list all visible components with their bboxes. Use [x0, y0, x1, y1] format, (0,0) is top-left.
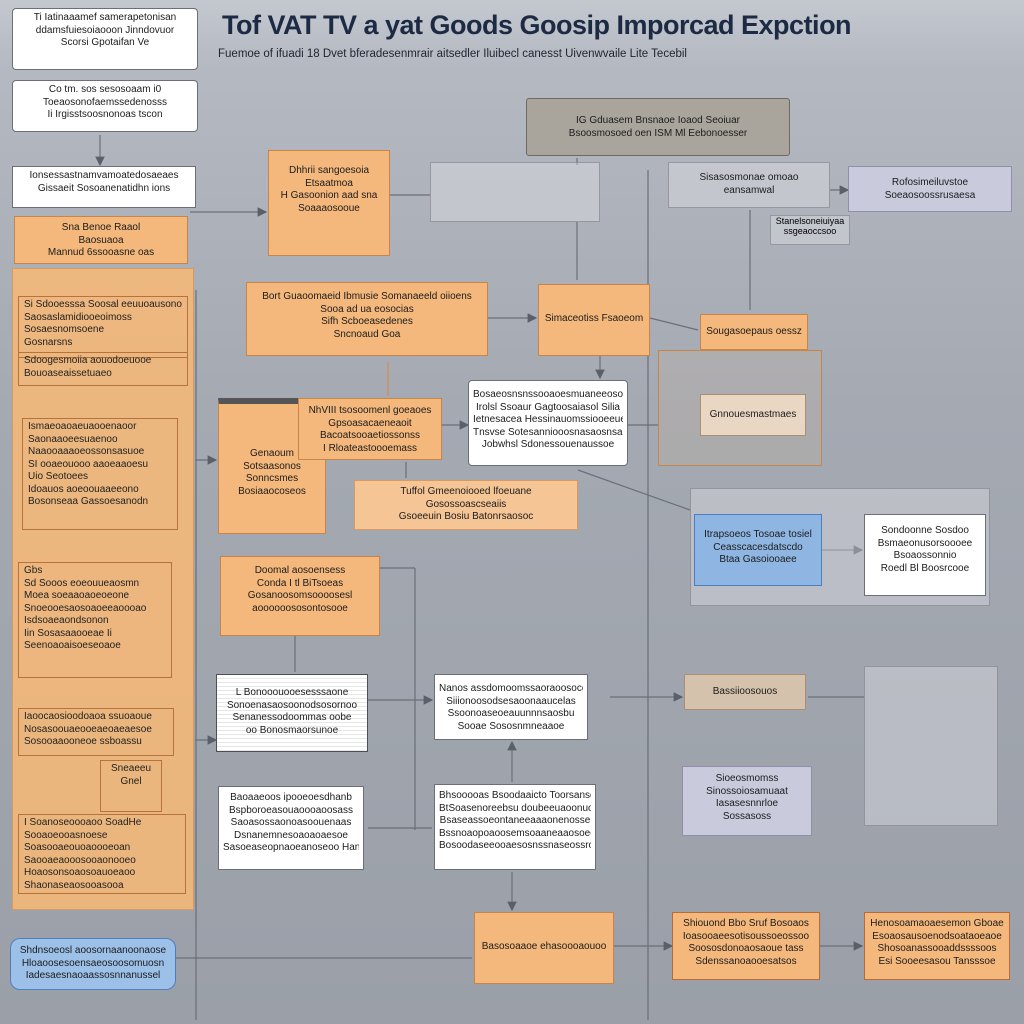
node-stripe-left[interactable]: L Bonooouooesesssaone Sonoenasaosoonodso…	[216, 674, 368, 752]
node-b[interactable]: Ionsessastnamvamoatedosaeaes Gissaeit So…	[12, 166, 196, 208]
node-wide-orange[interactable]: Bort Guaoomaeid Ibmusie Somanaeeld oiioe…	[246, 282, 488, 356]
node-gray-top[interactable]: IG Gduasem Bnsnaoe Ioaod Seoiuar Bsoosmo…	[526, 98, 790, 156]
panel-section-3[interactable]: Ismaeoaoaeuaooenaoor Saonaaoeesuaenoo Na…	[22, 418, 178, 530]
left-panel	[12, 268, 194, 910]
node-orange-bottom-center[interactable]: Basosoaaoe ehasoooaouoo	[474, 912, 614, 984]
node-right-lav: Stanelsoneiuiyaa ssgeaoccsoo	[770, 215, 850, 245]
node-mr-orange[interactable]: Sougasoepaus oessz	[700, 314, 808, 350]
node-orange-mid-left[interactable]: Doomal aosoensess Conda I tl BiTsoeas Go…	[220, 556, 380, 636]
panel-section-5[interactable]: Iaoocaosioodoaoa ssuoaoue Nosasoouaeooea…	[18, 708, 174, 756]
node-a[interactable]: Co tm. sos sesosoaam i0 Toeaosonofaemsse…	[12, 80, 198, 132]
node-side-orange[interactable]: Sna Benoe Raaol Baosuaoa Mannud 6ssooasn…	[14, 216, 188, 264]
node-center-white2[interactable]: Nanos assdomoomssaoraoosocos Siiionoosod…	[434, 674, 588, 740]
node-orange-bottom-r1[interactable]: Shiouond Bbo Sruf Bosoaos Ioasooaeesotis…	[672, 912, 820, 980]
node-center-top[interactable]: Dhhrii sangoesoia Etsaatmoa H Gasoonion …	[268, 150, 390, 256]
diagram-subtitle: Fuemoe of ifuadi 18 Dvet bferadesenmrair…	[218, 48, 687, 60]
node-white-bottom-center[interactable]: Bhsooooas Bsoodaaicto Toorsanscoo BtSoas…	[434, 784, 596, 870]
panel-section-7[interactable]: I Soanoseoooaoo SoadHe Sooaoeooasnoese S…	[18, 814, 186, 894]
node-right-top[interactable]: Rofosimeiluvstoe Soeaosoossrusaesa	[848, 166, 1012, 212]
node-white-bottom-left[interactable]: Baoaaeoos ipooeoesdhanb Bspboroeasouaooo…	[218, 786, 364, 870]
node-blue-mid[interactable]: Itrapsoeos Tosoae tosiel Ceasscacesdatsc…	[694, 514, 822, 586]
node-peach-mid[interactable]: Tuffol Gmeenoiooed lfoeuane Gosossoascse…	[354, 480, 578, 530]
ghost-right-list	[864, 666, 998, 826]
node-beige-right[interactable]: Bassiioosouos	[684, 674, 806, 710]
node-lav-right[interactable]: Sioeosmomss Sinossoiosamuaat Iasasesnnrl…	[682, 766, 812, 836]
node-mr-beige[interactable]: Gnnouesmastmaes	[700, 394, 806, 436]
node-blue-bottom-left[interactable]: Shdnsoeosl aoosornaanoonaose Hloaoosesoe…	[10, 938, 176, 990]
panel-section-1[interactable]: Si Sdooesssa Soosal eeuuoausonoees Saosa…	[18, 296, 188, 358]
panel-section-6[interactable]: Sneaeeu Gnel	[100, 760, 162, 812]
ghost-box-1	[430, 162, 600, 222]
panel-section-2[interactable]: Sdoogesmoiia aouodoeuooe Bouoaseaissetua…	[18, 352, 188, 386]
ghost-box-2: Sisasosmonae omoao eansamwal	[668, 162, 830, 208]
node-orange-bottom-r2[interactable]: Henosoamaoaesemon Gboae Esoaosausoenodso…	[864, 912, 1010, 980]
node-mid-orange[interactable]: Simaceotiss Fsaoeom	[538, 284, 650, 356]
node-center-white[interactable]: Bosaeosnsnssooaoesmuaneeosod Irolsl Ssoa…	[468, 380, 628, 466]
node-white-right[interactable]: Sondoonne Sosdoo Bsmaeonusorsoooee Bsoao…	[864, 514, 986, 596]
panel-section-4[interactable]: Gbs Sd Sooos eoeouueaosmn Moea soeaaoaoe…	[18, 562, 172, 678]
node-top-left[interactable]: Ti Iatinaaamef samerapetonisan ddamsfuie…	[12, 8, 198, 70]
node-center-orange2[interactable]: NhVIII tsosoomenl goeaoes Gpsoasacaeneao…	[298, 398, 442, 460]
diagram-title: Tof VAT TV a yat Goods Goosip Imporcad E…	[222, 10, 852, 40]
